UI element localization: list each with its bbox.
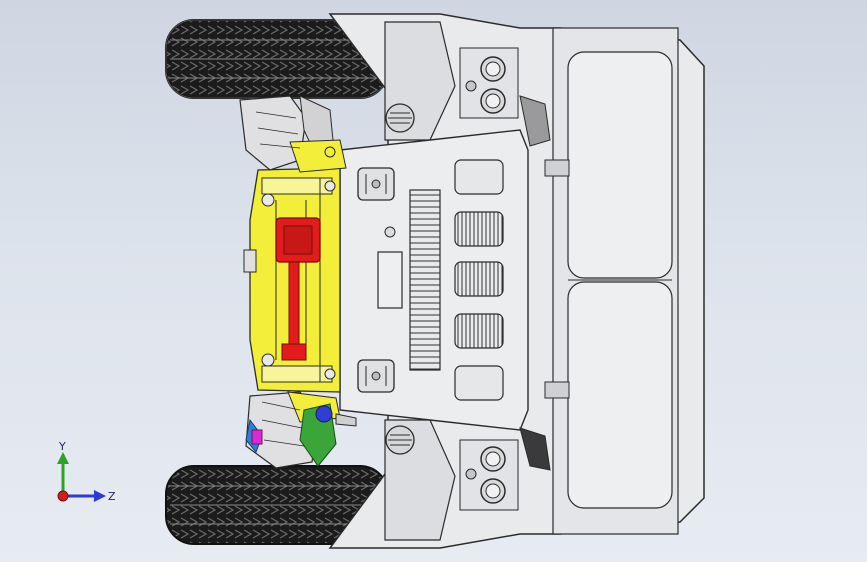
left-axle-stub	[243, 249, 257, 273]
upper-headlight-cluster	[459, 47, 519, 119]
bumper-plate-slot	[377, 251, 403, 309]
upper-suspension-assembly[interactable]	[239, 95, 347, 173]
z-axis-label: Z	[108, 490, 116, 503]
lower-tow-hook	[357, 359, 395, 393]
z-axis-arrowhead	[94, 490, 106, 502]
bumper-bolt-icon	[384, 226, 396, 238]
lower-fender-vent	[385, 425, 415, 455]
grille-slots	[454, 159, 504, 401]
coordinate-triad-icon: Y Z	[57, 440, 116, 503]
front-differential[interactable]	[275, 217, 321, 361]
lower-wheel[interactable]	[165, 465, 389, 545]
upper-tow-hook	[357, 167, 395, 201]
upper-fender-vent	[385, 103, 415, 133]
x-axis-origin	[57, 490, 69, 502]
center-grille	[409, 189, 441, 371]
lower-headlight-cluster	[459, 439, 519, 511]
y-axis-label: Y	[58, 440, 66, 453]
y-axis-arrowhead	[57, 452, 69, 464]
lower-suspension-assembly[interactable]	[245, 391, 357, 469]
